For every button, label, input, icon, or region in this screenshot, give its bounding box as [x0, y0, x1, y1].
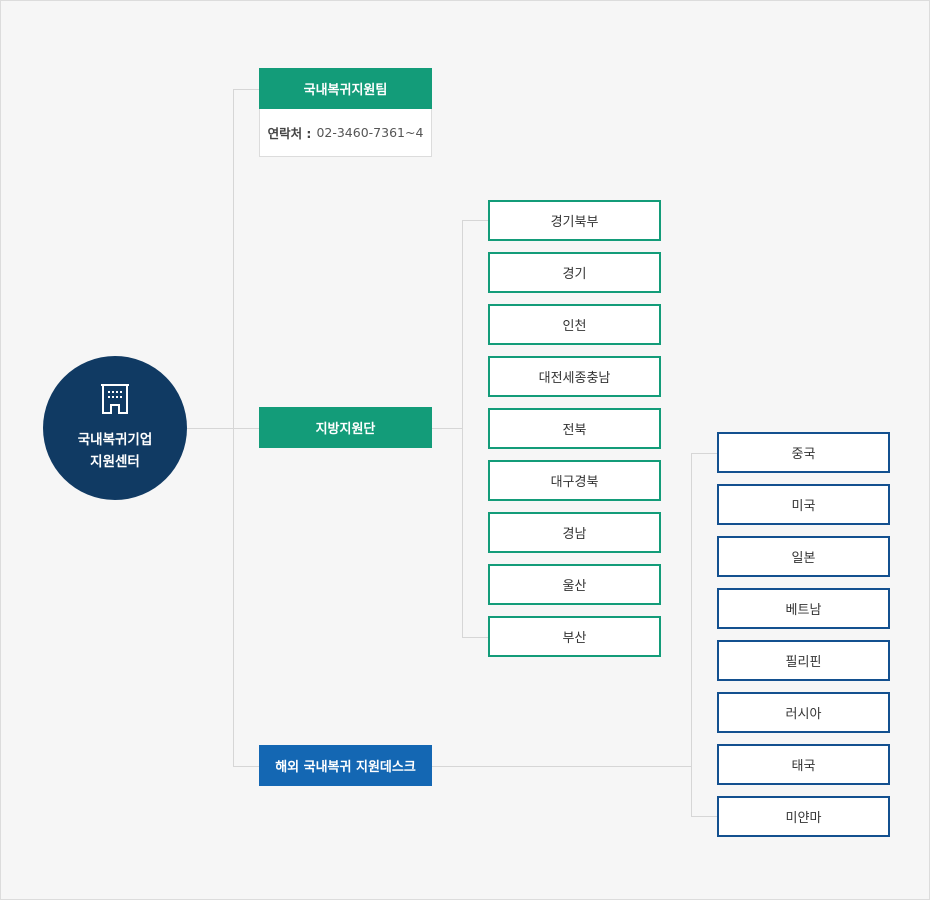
overseas-item: 미얀마 — [717, 796, 890, 837]
regional-item: 부산 — [488, 616, 661, 657]
connector-line — [691, 453, 717, 454]
regional-item: 울산 — [488, 564, 661, 605]
connector-line — [462, 637, 488, 638]
regional-item: 대전세종충남 — [488, 356, 661, 397]
center-title-line1: 국내복귀기업 — [77, 432, 153, 448]
overseas-header: 해외 국내복귀 지원데스크 — [259, 745, 432, 786]
overseas-item: 러시아 — [717, 692, 890, 733]
regional-item: 경기 — [488, 252, 661, 293]
overseas-item: 중국 — [717, 432, 890, 473]
overseas-item: 태국 — [717, 744, 890, 785]
regional-item: 경기북부 — [488, 200, 661, 241]
overseas-item: 일본 — [717, 536, 890, 577]
overseas-item: 베트남 — [717, 588, 890, 629]
contact-label: 연락처 : — [267, 126, 312, 141]
regional-item: 경남 — [488, 512, 661, 553]
connector-line — [233, 766, 259, 767]
domestic-team-contact: 연락처 : 02-3460-7361~4 — [259, 109, 432, 157]
connector-line — [233, 89, 259, 90]
overseas-item: 필리핀 — [717, 640, 890, 681]
connector-line — [691, 816, 717, 817]
building-icon — [101, 384, 129, 414]
center-title-line2: 지원센터 — [90, 454, 140, 470]
contact-phone: 02-3460-7361~4 — [316, 125, 424, 140]
connector-line — [233, 89, 234, 767]
connector-line — [432, 766, 691, 767]
connector-line — [462, 220, 488, 221]
center-node: 국내복귀기업 지원센터 — [43, 356, 187, 500]
regional-item: 전북 — [488, 408, 661, 449]
domestic-team-header: 국내복귀지원팀 — [259, 68, 432, 109]
connector-line — [432, 428, 462, 429]
regional-header: 지방지원단 — [259, 407, 432, 448]
regional-item: 인천 — [488, 304, 661, 345]
connector-line — [462, 220, 463, 638]
regional-item: 대구경북 — [488, 460, 661, 501]
connector-line — [691, 453, 692, 817]
overseas-item: 미국 — [717, 484, 890, 525]
connector-line — [187, 428, 259, 429]
